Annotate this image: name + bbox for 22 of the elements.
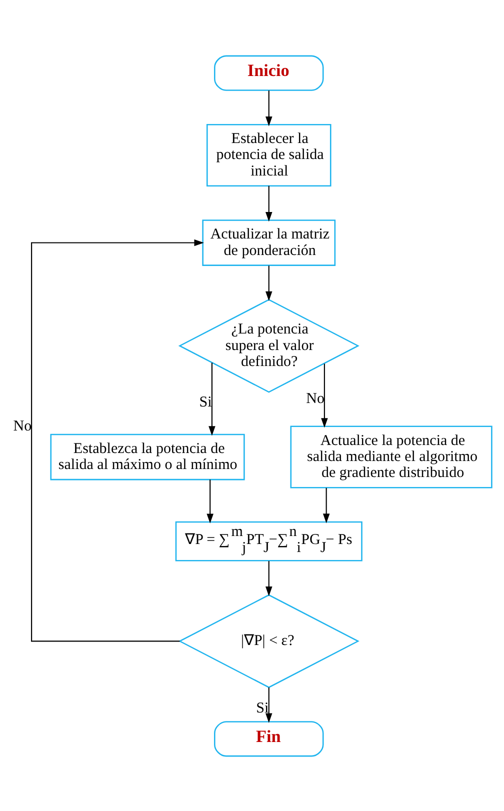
arrow [322, 487, 330, 523]
node-box: Actualice la potencia de salida mediante el algoritmo de gradiente distribuido [290, 425, 492, 488]
arrow [264, 185, 272, 222]
arrow [264, 90, 272, 126]
node-diamond: |∇P| < ε? [178, 594, 359, 688]
arrow [208, 362, 215, 436]
node-box: Establezca la potencia de salida al máximo o al mínimo [50, 433, 244, 480]
edge-label: No [306, 390, 324, 407]
arrow [264, 560, 272, 596]
node-diamond: ¿La potencia supera el valor definido? [178, 298, 359, 392]
arrow [320, 363, 328, 428]
arrow [30, 238, 204, 642]
arrow [264, 265, 272, 301]
node-box: Fin [214, 720, 324, 756]
arrow [206, 479, 213, 523]
arrow [264, 686, 272, 722]
node-box: Establecer la potencia de salida inicial [206, 124, 331, 186]
edge-label: Si [198, 394, 212, 410]
node-box: Inicio [214, 54, 324, 90]
node-box: Actualizar la matriz de ponderación [202, 219, 336, 266]
edge-label: No [12, 418, 32, 434]
edge-label: Si [256, 700, 268, 716]
